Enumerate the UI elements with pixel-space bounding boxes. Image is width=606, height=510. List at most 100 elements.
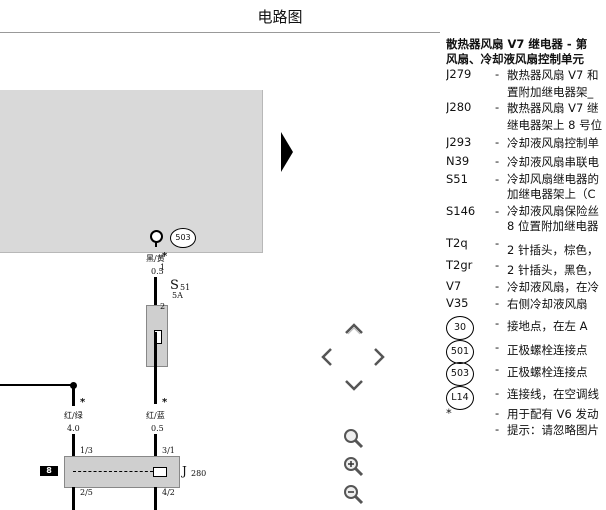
legend-code: N39 (446, 154, 470, 168)
legend-code: V35 (446, 296, 469, 310)
legend-desc: 2 针插头，棕色， (507, 243, 599, 257)
next-page-arrow[interactable] (281, 132, 293, 172)
fuse-name: S (170, 278, 179, 293)
wire-segment (72, 434, 75, 456)
legend-dash: - (495, 362, 500, 376)
pin-label: 2 (160, 302, 166, 311)
legend-dash: - (495, 172, 500, 186)
legend-dash: - (495, 154, 500, 168)
pin-label: 4/2 (162, 488, 175, 497)
legend-desc: 正极螺栓连接点 (507, 343, 588, 357)
legend-row: 503 - 正极螺栓连接点 (446, 362, 606, 388)
pin-label: 1/3 (80, 446, 93, 455)
legend-code-circle: 503 (446, 362, 474, 386)
legend-code: J293 (446, 135, 472, 149)
legend-dash: - (495, 236, 500, 250)
legend-desc: 连接线，在空调线 (507, 387, 599, 401)
pin-label: 2/5 (80, 488, 93, 497)
legend-code: V7 (446, 279, 462, 293)
wire-segment (0, 384, 76, 386)
legend-dash: - (495, 67, 500, 81)
relay-name: J (182, 464, 187, 478)
legend-desc: 接地点，在左 A (507, 319, 588, 333)
wire-color-label: 红/绿 (64, 411, 83, 420)
wire-segment (154, 332, 157, 404)
legend-dash: - (495, 422, 500, 436)
legend-dash: - (495, 406, 500, 420)
legend-code: S146 (446, 204, 476, 218)
wire-size-label: 4.0 (67, 424, 80, 433)
legend-desc: 冷却风扇继电器的 加继电器架上（C (507, 172, 599, 201)
component-area (0, 90, 263, 253)
footnote-star: * (80, 397, 86, 408)
legend-code-circle: L14 (446, 386, 474, 410)
legend-dash: - (495, 135, 500, 149)
legend-desc: 散热器风扇 V7 和 置附加继电器架_ (507, 68, 599, 99)
circuit-diagram[interactable]: 503 黑/黄 0.5 * 1 S 51 5A 2 * * 红/绿 4.0 红/… (0, 33, 300, 510)
legend-panel: 散热器风扇 V7 继电器 - 第 风扇、冷却液风扇控制单元 J279 - 散热器… (446, 36, 606, 510)
legend-desc: 散热器风扇 V7 继 继电器架上 8 号位 (507, 101, 603, 132)
legend-desc: 冷却液风扇控制单 (507, 136, 599, 150)
legend-dash: - (495, 386, 500, 400)
legend-code-circle: 30 (446, 316, 474, 340)
zoom-out-icon[interactable] (343, 484, 365, 506)
legend-desc: 冷却液风扇保险丝 8 位置附加继电器 (507, 204, 599, 233)
legend-desc: 2 针插头，黑色， (507, 263, 599, 277)
wire-segment (154, 487, 157, 510)
wire-segment (154, 434, 157, 456)
wire-segment (72, 384, 75, 406)
fuse-number: 51 (180, 283, 191, 292)
legend-dash: - (495, 100, 500, 114)
legend-desc: 右侧冷却液风扇 (507, 297, 588, 311)
title-divider (0, 32, 440, 33)
page-title: 电路图 (257, 8, 303, 26)
legend-desc: 用于配有 V6 发动 (507, 407, 599, 421)
fuse-s51[interactable] (146, 305, 168, 367)
terminal-node (150, 230, 163, 243)
footnote-star: * (162, 251, 168, 262)
legend-dash: - (495, 316, 500, 330)
legend-heading: 风扇、冷却液风扇控制单元 (446, 52, 584, 66)
fuse-rating: 5A (172, 291, 183, 300)
footnote-star: * (162, 397, 168, 408)
legend-dash: - (495, 296, 500, 310)
legend-code: T2q (446, 236, 468, 250)
legend-row: 30 - 接地点，在左 A (446, 316, 606, 342)
wire-color-label: 红/蓝 (146, 411, 165, 420)
pan-down-icon[interactable] (344, 378, 364, 392)
relay-linkage (73, 471, 153, 472)
legend-code: J279 (446, 67, 472, 81)
pin-label: 1 (160, 263, 166, 272)
connection-point-503[interactable]: 503 (170, 228, 196, 248)
wire-segment (72, 487, 75, 510)
pan-left-icon[interactable] (320, 347, 334, 367)
legend-dash: - (495, 258, 500, 272)
legend-desc: 正极螺栓连接点 (507, 365, 588, 379)
pan-right-icon[interactable] (372, 347, 386, 367)
legend-code: T2gr (446, 258, 473, 272)
legend-code: * (446, 406, 452, 420)
zoom-reset-icon[interactable] (343, 428, 365, 450)
legend-code: J280 (446, 100, 472, 114)
junction-dot (70, 382, 77, 389)
relay-coil (153, 467, 167, 477)
legend-dash: - (495, 204, 500, 218)
pan-up-icon[interactable] (344, 322, 364, 336)
legend-row: L14 - 连接线，在空调线 (446, 386, 606, 412)
legend-desc: 提示：请忽略图片 (507, 423, 599, 437)
wire-color-label: 黑/黄 (146, 254, 165, 263)
wire-size-label: 0.5 (151, 424, 164, 433)
legend-desc: 冷却液风扇，在冷 (507, 280, 599, 294)
relay-location-badge: 8 (40, 466, 58, 476)
legend-code-circle: 501 (446, 340, 474, 364)
legend-heading: 散热器风扇 V7 继电器 - 第 (446, 37, 588, 51)
relay-j280[interactable] (64, 456, 180, 488)
legend-dash: - (495, 340, 500, 354)
pin-label: 3/1 (162, 446, 175, 455)
wire-size-label: 0.5 (151, 267, 164, 276)
legend-desc: 冷却液风扇串联电 (507, 155, 599, 169)
legend-dash: - (495, 279, 500, 293)
legend-code: S51 (446, 172, 468, 186)
zoom-in-icon[interactable] (343, 456, 365, 478)
relay-number: 280 (191, 469, 207, 478)
